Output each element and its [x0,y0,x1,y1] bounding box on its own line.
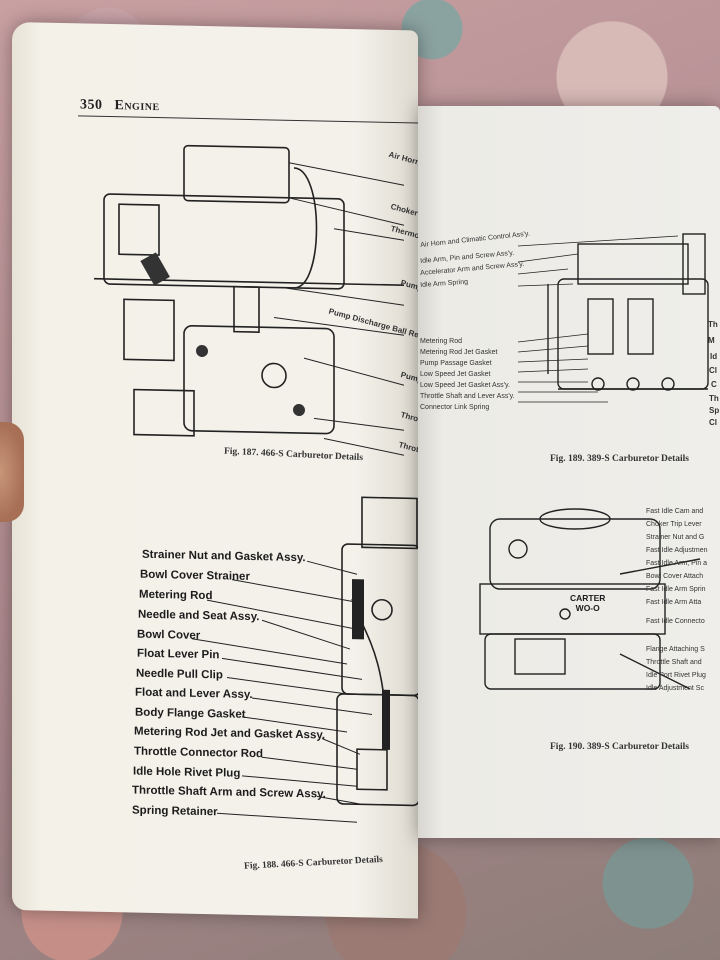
fig189-edge-letter: Cl [709,418,717,427]
fig187-carburetor-drawing [94,144,405,456]
fig189-edge-letter: Th [708,320,718,329]
right-page: Air Horn and Climatic Control Ass'y. Idl… [418,106,720,838]
fig189-label: Low Speed Jet Gasket [420,371,491,378]
fig190-label: Idle Port Rivet Plug [646,672,706,679]
fig189-edge-letter: C [711,380,717,389]
fig190-label: Fast Idle Cam and [646,508,704,515]
fig188-label: Float and Lever Assy. [135,686,253,702]
fig188-label: Idle Hole Rivet Plug [133,765,241,780]
fig190-label: Fast Idle Arm Sprin [646,586,706,593]
fig188-label: Body Flange Gasket [135,706,246,721]
fig188-label: Needle Pull Clip [136,667,223,682]
fig189-label: Metering Rod Jet Gasket [420,349,498,356]
fig189-label: Idle Arm Spring [420,278,469,289]
fig190-label: Strainer Nut and G [646,534,705,541]
carter-plate: CARTER WO-O [570,593,605,613]
page-header: 350 Engine [80,97,168,115]
fig189-edge-letter: Sp [709,406,720,415]
fig189-label: Pump Passage Gasket [420,360,492,367]
carter-plate-name: CARTER [570,593,606,603]
fig188-caption: Fig. 188. 466-S Carburetor Details [243,854,384,872]
header-rule [78,115,418,124]
fig188-label: Bowl Cover Strainer [140,568,250,583]
fig189-label: Air Horn and Climatic Control Ass'y. [420,230,531,249]
fig189-edge-letter: M [708,336,715,345]
fig190-label: Throttle Shaft and [646,659,702,666]
fig188-label: Needle and Seat Assy. [138,608,260,624]
fig190-label: Fast Idle Arm Atta [646,599,702,606]
fig190-caption: Fig. 190. 389-S Carburetor Details [550,742,689,752]
fig190-label: Fast Idle Arm, Pin a [646,560,708,567]
fig189-edge-letter: Cl [709,366,717,375]
left-page: 350 Engine Air Horn Choker Thermostat Pu… [12,22,441,919]
fig190-label: Choker Trip Lever [646,521,702,528]
fig190-label: Fast Idle Adjustmen [646,547,708,554]
fig189-edge-letter: Th [709,394,719,403]
fig190-label: Flange Attaching S [646,646,705,653]
fig189-label: Connector Link Spring [420,404,490,411]
fig189-label: Low Speed Jet Gasket Ass'y. [420,382,510,389]
fig190-carburetor-drawing [479,508,701,690]
fig188-carburetor-drawing [336,496,421,807]
fig188-label: Float Lever Pin [137,647,220,662]
fig190-label: Fast Idle Connecto [646,618,705,625]
fig189-label: Metering Rod [420,338,463,345]
fig188-leader-lines [191,560,372,823]
fig188-label: Spring Retainer [132,804,218,819]
running-head: Engine [114,98,160,115]
fig190-label: Idle Adjustment Sc [646,685,704,692]
fig189-carburetor-drawing [518,233,709,403]
fig189-edge-letter: Id [710,352,718,361]
fig188-label: Bowl Cover [137,628,201,642]
page-number: 350 [80,97,103,113]
fig189-caption: Fig. 189. 389-S Carburetor Details [550,454,689,464]
fig189-label: Throttle Shaft and Lever Ass'y. [420,393,515,400]
carter-plate-model: WO-O [575,603,600,613]
fig188-label: Metering Rod [139,588,213,603]
thumb [0,422,24,522]
fig190-label: Bowl Cover Attach [646,573,704,580]
